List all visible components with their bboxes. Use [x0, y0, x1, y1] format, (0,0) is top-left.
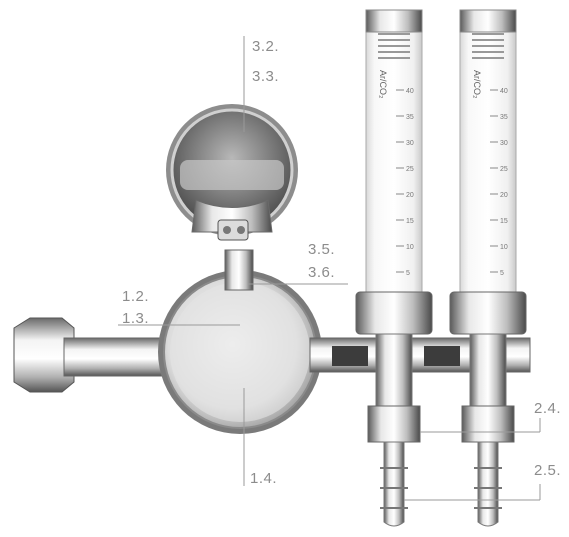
callout-3-5: 3.5.: [308, 241, 336, 258]
leader-lines: [118, 36, 541, 501]
flowmeter-right: [449, 9, 527, 527]
scale-label-left: 20: [406, 192, 414, 199]
callout-2-5: 2.5.: [534, 462, 562, 479]
scale-label-right: 5: [500, 270, 504, 277]
callout-3-2: 3.2.: [252, 38, 280, 55]
flowmeter-left: [355, 9, 433, 527]
tube-label-right: Ar/CO₂: [472, 70, 482, 99]
scale-label-right: 15: [500, 218, 508, 225]
scale-label-left: 10: [406, 244, 414, 251]
callout-3-3: 3.3.: [252, 68, 280, 85]
scale-label-left: 30: [406, 140, 414, 147]
scale-label-right: 20: [500, 192, 508, 199]
scale-label-right: 10: [500, 244, 508, 251]
callout-1-2: 1.2.: [122, 288, 150, 305]
tube-label-left: Ar/CO₂: [378, 70, 388, 99]
scale-label-left: 5: [406, 270, 410, 277]
callout-1-3: 1.3.: [122, 310, 150, 327]
pressure-gauge: [166, 104, 298, 241]
callout-3-6: 3.6.: [308, 264, 336, 281]
scale-label-left: 15: [406, 218, 414, 225]
scale-label-right: 40: [500, 88, 508, 95]
scale-label-left: 35: [406, 114, 414, 121]
inlet-connector: [13, 317, 169, 393]
scale-label-left: 40: [406, 88, 414, 95]
scale-label-left: 25: [406, 166, 414, 173]
scale-label-right: 30: [500, 140, 508, 147]
callout-1-4: 1.4.: [250, 470, 278, 487]
regulator-body: [158, 270, 322, 434]
scale-label-right: 25: [500, 166, 508, 173]
gauge-stem: [224, 249, 254, 291]
flowmeter-scales: Ar/CO₂ 40 35 30 25 20 15 10 5 Ar/CO₂ 40 35 30 25 20 15 1…: [378, 70, 508, 277]
callout-2-4: 2.4.: [534, 400, 562, 417]
scale-label-right: 35: [500, 114, 508, 121]
